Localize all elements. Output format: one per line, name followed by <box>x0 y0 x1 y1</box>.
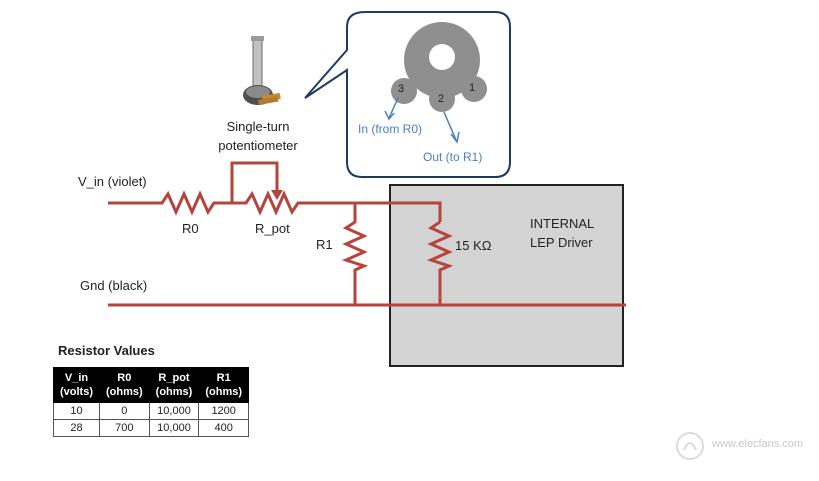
resistor-values-table: V_in (volts) R0 (ohms) R_pot (ohms) R1 (ohms… <box>53 367 250 437</box>
watermark: www.elecfans.com <box>712 438 804 450</box>
header-unit: (ohms) <box>205 386 243 398</box>
table-cell: 28 <box>53 419 100 437</box>
table-row: 10 0 10,000 1200 <box>53 402 250 420</box>
vin-label: V_in (violet) <box>78 174 147 189</box>
driver-label: INTERNAL LEP Driver <box>530 214 594 252</box>
potentiometer-label-line1: Single-turn <box>226 119 290 134</box>
pin3-label: 3 <box>398 83 405 95</box>
potentiometer-image <box>243 36 281 105</box>
table-cell: 400 <box>198 419 250 437</box>
header-text: R1 <box>216 372 231 384</box>
table-cell: 10,000 <box>148 402 200 420</box>
header-text: R_pot <box>158 372 190 384</box>
pin2-label: 2 <box>438 93 445 105</box>
table-cell: 0 <box>99 402 150 420</box>
rpot-label: R_pot <box>255 221 290 236</box>
header-r1: R1 (ohms) <box>198 367 250 403</box>
header-unit: (ohms) <box>155 386 193 398</box>
potentiometer-label: Single-turn potentiometer <box>206 117 310 155</box>
header-unit: (ohms) <box>106 386 143 398</box>
driver-label-line1: INTERNAL <box>530 216 595 231</box>
pot-pinout-drawing <box>391 22 487 112</box>
pin1-label: 1 <box>469 82 476 94</box>
header-text: V_in <box>64 372 89 384</box>
gnd-label: Gnd (black) <box>80 278 148 293</box>
internal-driver-box <box>389 184 624 367</box>
header-unit: (volts) <box>60 386 93 398</box>
r0-label: R0 <box>182 221 199 236</box>
table-header-row: V_in (volts) R0 (ohms) R_pot (ohms) R1 (ohms… <box>53 367 250 403</box>
in-from-r0-label: In (from R0) <box>358 122 423 136</box>
header-text: R0 <box>117 372 132 384</box>
table-cell: 10 <box>53 402 100 420</box>
header-rpot: R_pot (ohms) <box>148 367 200 403</box>
header-r0: R0 (ohms) <box>99 367 150 403</box>
potentiometer-label-line2: potentiometer <box>218 138 298 153</box>
table-cell: 10,000 <box>148 419 200 437</box>
internal-resistor-label: 15 KΩ <box>455 238 492 253</box>
resistor-table-title: Resistor Values <box>58 343 155 358</box>
table-cell: 1200 <box>198 402 250 420</box>
out-to-r1-label: Out (to R1) <box>423 150 483 164</box>
header-vin: V_in (volts) <box>53 367 100 403</box>
driver-label-line2: LEP Driver <box>530 235 593 250</box>
table-row: 28 700 10,000 400 <box>53 419 250 437</box>
table-cell: 700 <box>99 419 150 437</box>
r1-label: R1 <box>316 237 333 252</box>
